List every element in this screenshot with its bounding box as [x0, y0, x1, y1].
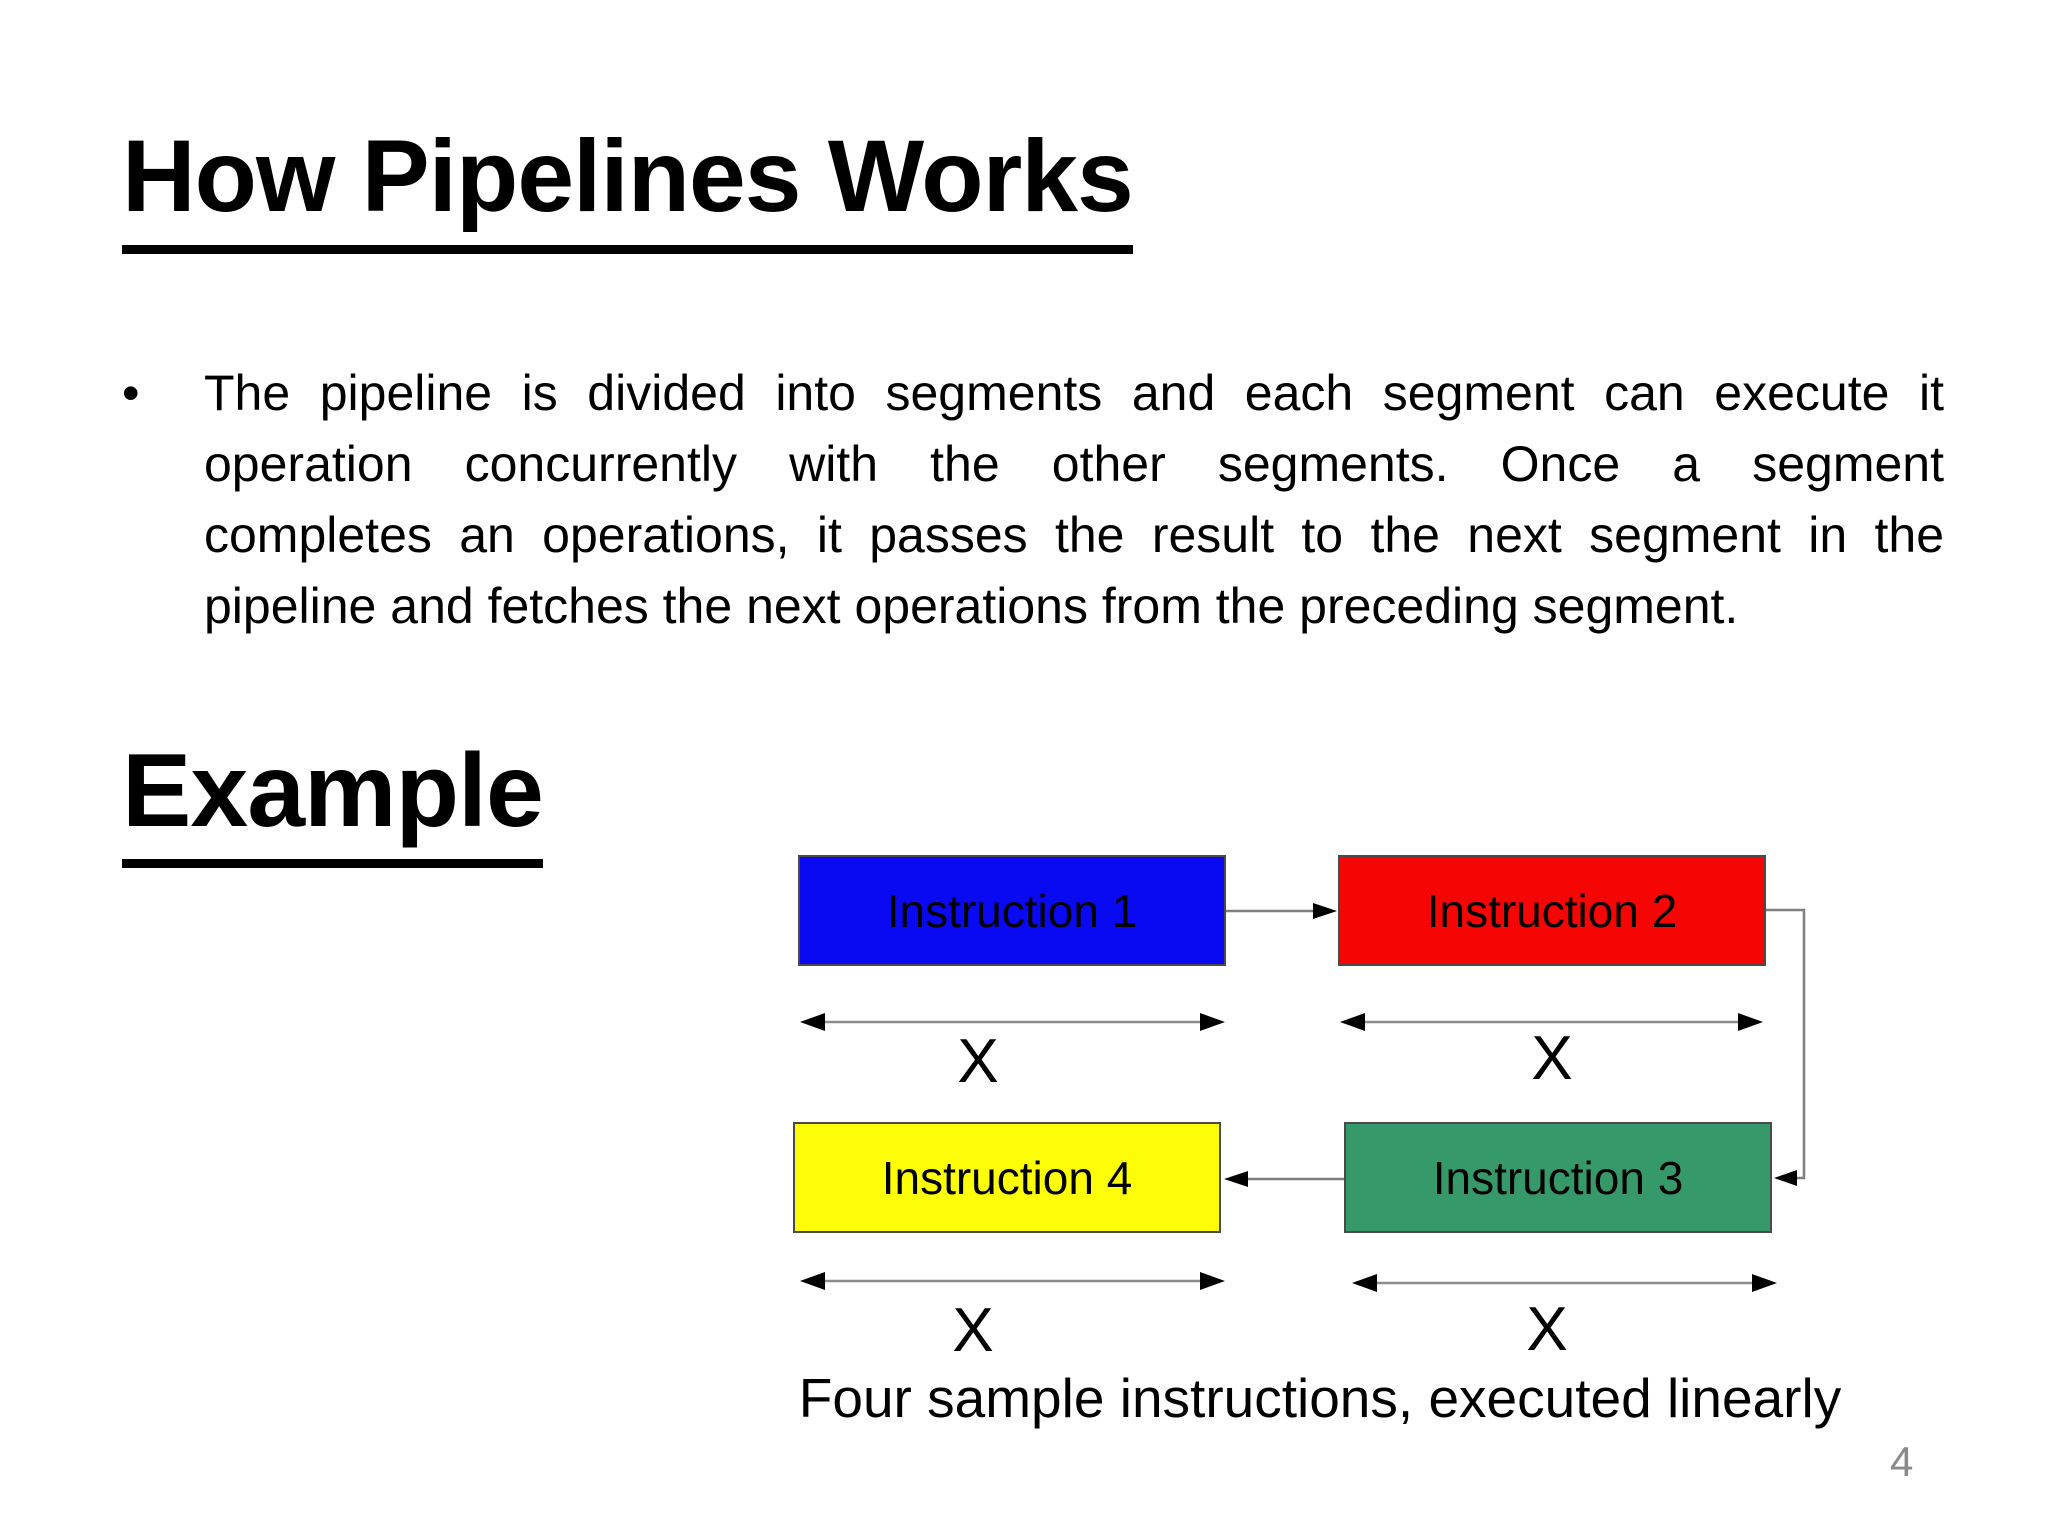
instruction-3-box: Instruction 3 — [1344, 1122, 1772, 1233]
x-label-under-i3: X — [1526, 1295, 1568, 1364]
slide-title: How Pipelines Works — [122, 118, 1134, 254]
paragraph-line: operation concurrently with the other se… — [204, 436, 1944, 492]
paragraph-line: completes an operations, it passes the r… — [204, 507, 1944, 563]
instruction-2-label: Instruction 2 — [1426, 884, 1678, 937]
bullet-marker: • — [122, 365, 140, 421]
instruction-2-box: Instruction 2 — [1338, 855, 1766, 966]
x-label-under-i4: X — [952, 1296, 994, 1365]
instruction-1-box: Instruction 1 — [798, 855, 1226, 966]
measure-arrow-i3-icon — [1352, 1274, 1777, 1292]
instruction-4-label: Instruction 4 — [881, 1151, 1133, 1204]
diagram-caption: Four sample instructions, executed linea… — [798, 1367, 1842, 1429]
measure-arrow-i4-icon — [800, 1272, 1225, 1290]
instruction-1-label: Instruction 1 — [886, 884, 1138, 937]
example-heading: Example — [122, 732, 544, 868]
arrow-i1-to-i2-icon — [1226, 903, 1337, 919]
page-number: 4 — [1890, 1438, 1914, 1485]
paragraph-line: pipeline and fetches the next operations… — [204, 578, 1739, 634]
paragraph-line: The pipeline is divided into segments an… — [204, 365, 1944, 421]
instruction-4-box: Instruction 4 — [793, 1122, 1221, 1233]
arrow-i3-to-i4-icon — [1224, 1171, 1344, 1187]
x-label-under-i2: X — [1531, 1024, 1573, 1093]
bullet-paragraph: The pipeline is divided into segments an… — [204, 358, 1944, 642]
instruction-3-label: Instruction 3 — [1432, 1151, 1684, 1204]
x-label-under-i1: X — [957, 1027, 999, 1096]
